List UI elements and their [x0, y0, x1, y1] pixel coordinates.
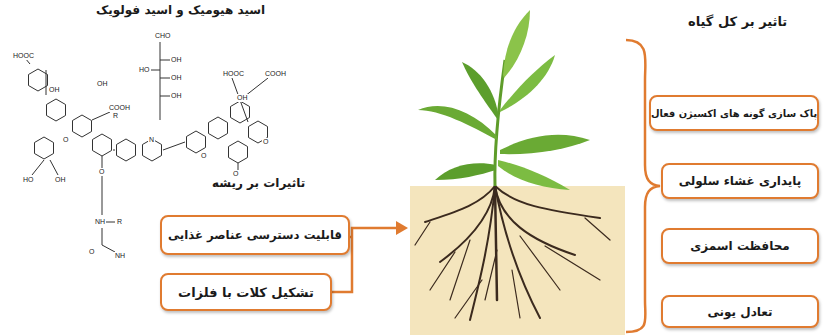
effect-box: محافظت اسمزی	[661, 228, 819, 264]
chem-group-label: N	[148, 136, 155, 144]
box-text: تعادل یونی	[707, 305, 772, 319]
chem-group-label: COOH	[108, 104, 131, 112]
chem-group-label: HOOC	[12, 52, 35, 60]
chem-group-label: COOH	[264, 70, 287, 78]
plant	[418, 10, 590, 190]
chem-group-label: OH	[170, 56, 183, 64]
chem-group-label: O	[200, 152, 207, 160]
effect-box: تشکیل کلات با فلزات	[160, 273, 332, 311]
chem-group-label: NH	[94, 218, 106, 226]
chem-group-label: NH	[114, 252, 126, 260]
chem-group-label: OH	[170, 92, 183, 100]
chem-group-label: HO	[22, 176, 35, 184]
chem-group-label: O	[62, 136, 69, 144]
section-heading: تاثیرات بر ریشه	[212, 176, 305, 190]
roots	[415, 186, 610, 320]
curly-brace	[626, 40, 660, 332]
box-text: محافظت اسمزی	[690, 239, 789, 253]
box-text: تشکیل کلات با فلزات	[178, 285, 314, 300]
chem-group-label: CHO	[154, 32, 172, 40]
chem-group-label: OH	[236, 94, 249, 102]
section-heading: تاثیر بر کل گیاه	[688, 14, 787, 29]
diagram-title: اسید هیومیک و اسید فولویک	[96, 3, 265, 17]
chem-group-label: O	[232, 170, 239, 178]
chem-group-label: OH	[96, 80, 109, 88]
box-text: پاک سازی گونه های اکسیژن فعال	[651, 108, 817, 119]
chem-group-label: OH	[48, 86, 61, 94]
chem-group-label: OH	[54, 176, 67, 184]
chem-group-label: O	[98, 168, 105, 176]
effect-box: قابلیت دسترسی عناصر غذایی	[160, 215, 350, 255]
chem-group-label: HO	[138, 66, 151, 74]
chem-group-label: O	[88, 248, 95, 256]
soil	[410, 186, 625, 335]
effect-box: پایداری غشاء سلولی	[661, 163, 819, 199]
chem-group-label: OH	[170, 74, 183, 82]
box-text: قابلیت دسترسی عناصر غذایی	[168, 228, 342, 242]
chem-group-label: O	[262, 138, 269, 146]
effect-box: تعادل یونی	[661, 295, 819, 328]
box-text: پایداری غشاء سلولی	[679, 174, 802, 188]
chem-group-label: HOOC	[222, 70, 245, 78]
chem-group-label: R	[116, 218, 123, 226]
chem-group-label: R	[112, 112, 119, 120]
effect-box: پاک سازی گونه های اکسیژن فعال	[649, 95, 819, 131]
